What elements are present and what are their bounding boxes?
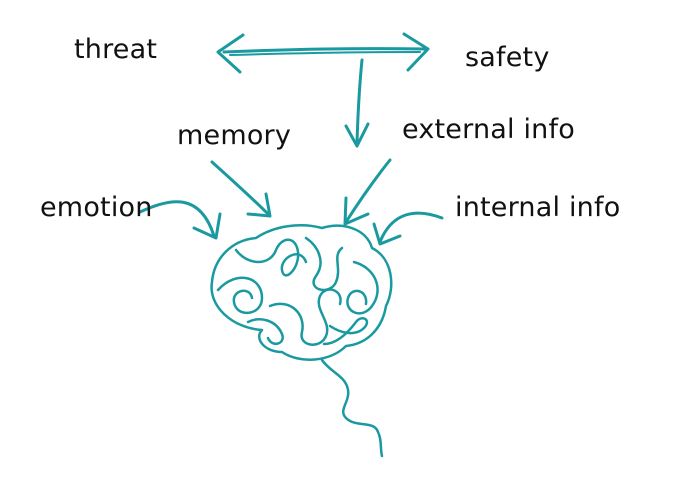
emotion-arrow xyxy=(138,200,222,240)
brain-fold-top-left xyxy=(234,238,308,277)
brain-stem xyxy=(320,358,384,458)
emotion-label: emotion xyxy=(40,192,153,223)
threat-safety-arrow xyxy=(216,32,430,74)
memory-arrow xyxy=(210,160,272,218)
threat-safety-shaft xyxy=(222,47,428,54)
brain-fold-bottom xyxy=(322,317,369,346)
brain-fold-lower-left xyxy=(246,318,284,346)
emotion-arrow-shaft xyxy=(138,200,216,238)
memory-arrow-shaft xyxy=(210,160,270,216)
memory-label: memory xyxy=(177,120,292,151)
brain-outline xyxy=(210,224,393,361)
decision-down-arrow xyxy=(344,58,370,148)
internal-info-label: internal info xyxy=(455,192,621,223)
emotion-arrowhead xyxy=(192,212,222,240)
brain-fold-center xyxy=(268,288,342,346)
internal-info-arrowhead xyxy=(372,222,402,246)
brain-fold-left xyxy=(216,276,264,314)
external-info-arrow xyxy=(343,158,392,226)
external-info-arrow-shaft xyxy=(344,158,392,224)
threat-safety-shaft-echo xyxy=(229,51,421,56)
threat-arrowhead xyxy=(216,33,245,74)
internal-info-arrow-shaft xyxy=(378,211,444,244)
memory-arrowhead xyxy=(246,192,272,218)
decision-down-shaft xyxy=(355,58,364,145)
brain-fold-upper-middle xyxy=(304,236,344,292)
brain-icon xyxy=(210,224,393,458)
safety-label: safety xyxy=(465,42,550,73)
safety-arrowhead xyxy=(402,32,430,72)
decision-down-arrowhead xyxy=(344,122,370,148)
threat-label: threat xyxy=(74,34,158,65)
external-info-label: external info xyxy=(402,114,575,145)
brain-fold-right xyxy=(346,260,379,315)
external-info-arrowhead xyxy=(343,196,370,226)
internal-info-arrow xyxy=(372,211,444,246)
